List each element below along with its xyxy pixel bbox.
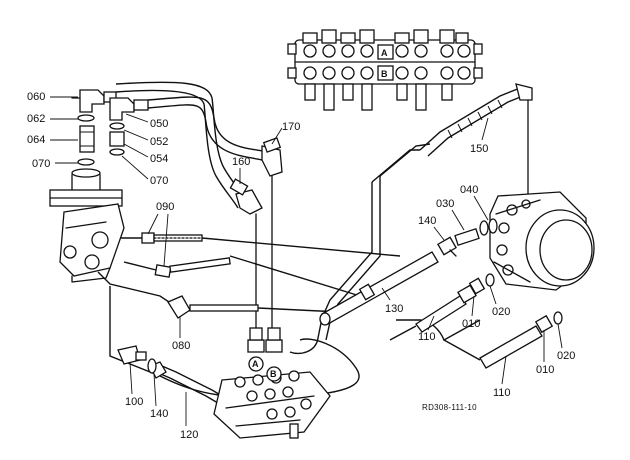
pipe-130 — [319, 251, 439, 326]
label-130: 130 — [385, 303, 403, 315]
port-a-bottom — [248, 356, 264, 372]
fittings-bottom-left — [117, 345, 157, 374]
label-150: 150 — [470, 143, 488, 155]
label-090: 090 — [156, 201, 174, 213]
port-a-top — [377, 44, 394, 60]
label-140-right: 140 — [418, 215, 436, 227]
label-140-left: 140 — [150, 408, 168, 420]
label-080: 080 — [172, 340, 190, 352]
port-b-bottom — [266, 366, 282, 382]
port-a-top-label: A — [381, 48, 388, 58]
label-010-lower: 010 — [536, 364, 554, 376]
control-valve-top: A B — [287, 29, 483, 111]
hose-080 — [97, 271, 341, 319]
label-170: 170 — [282, 121, 300, 133]
pump-block-left — [59, 203, 125, 283]
hose-160 — [115, 81, 263, 215]
label-020-upper: 020 — [492, 306, 510, 318]
label-110-lower: 110 — [493, 387, 511, 399]
label-060: 060 — [27, 91, 45, 103]
travel-motor — [489, 191, 595, 291]
label-062: 062 — [27, 113, 45, 125]
fittings-030-040 — [454, 218, 498, 246]
reference-code: RD308-111-10 — [422, 403, 477, 412]
label-030: 030 — [436, 198, 454, 210]
port-fittings-bottom: A B — [247, 327, 283, 382]
label-050: 050 — [150, 118, 168, 130]
label-020-lower: 020 — [557, 350, 575, 362]
label-010-upper: 010 — [462, 318, 480, 330]
label-040: 040 — [460, 184, 478, 196]
mid-fittings — [109, 97, 149, 156]
label-052: 052 — [150, 136, 168, 148]
left-fittings — [49, 89, 123, 207]
pipe-run-main — [289, 143, 481, 355]
label-110-upper: 110 — [418, 331, 436, 343]
hose-150 — [419, 83, 533, 201]
port-a-bottom-label: A — [252, 359, 259, 369]
hose-110-upper — [389, 273, 495, 341]
label-064: 064 — [27, 134, 45, 146]
label-070-left: 070 — [32, 158, 50, 170]
label-070-mid: 070 — [150, 175, 168, 187]
part-labels: 060 062 064 070 050 052 054 070 170 160 … — [27, 91, 575, 441]
label-120: 120 — [180, 429, 198, 441]
label-160: 160 — [232, 156, 250, 168]
label-054: 054 — [150, 153, 168, 165]
control-valve-bottom — [213, 370, 331, 439]
hoses-090 — [120, 232, 401, 297]
port-b-top-label: B — [381, 69, 388, 79]
hose-110-lower — [443, 311, 563, 369]
label-100: 100 — [125, 396, 143, 408]
fitting-140-right — [437, 236, 457, 257]
port-b-bottom-label: B — [270, 369, 277, 379]
port-b-top — [377, 65, 394, 81]
